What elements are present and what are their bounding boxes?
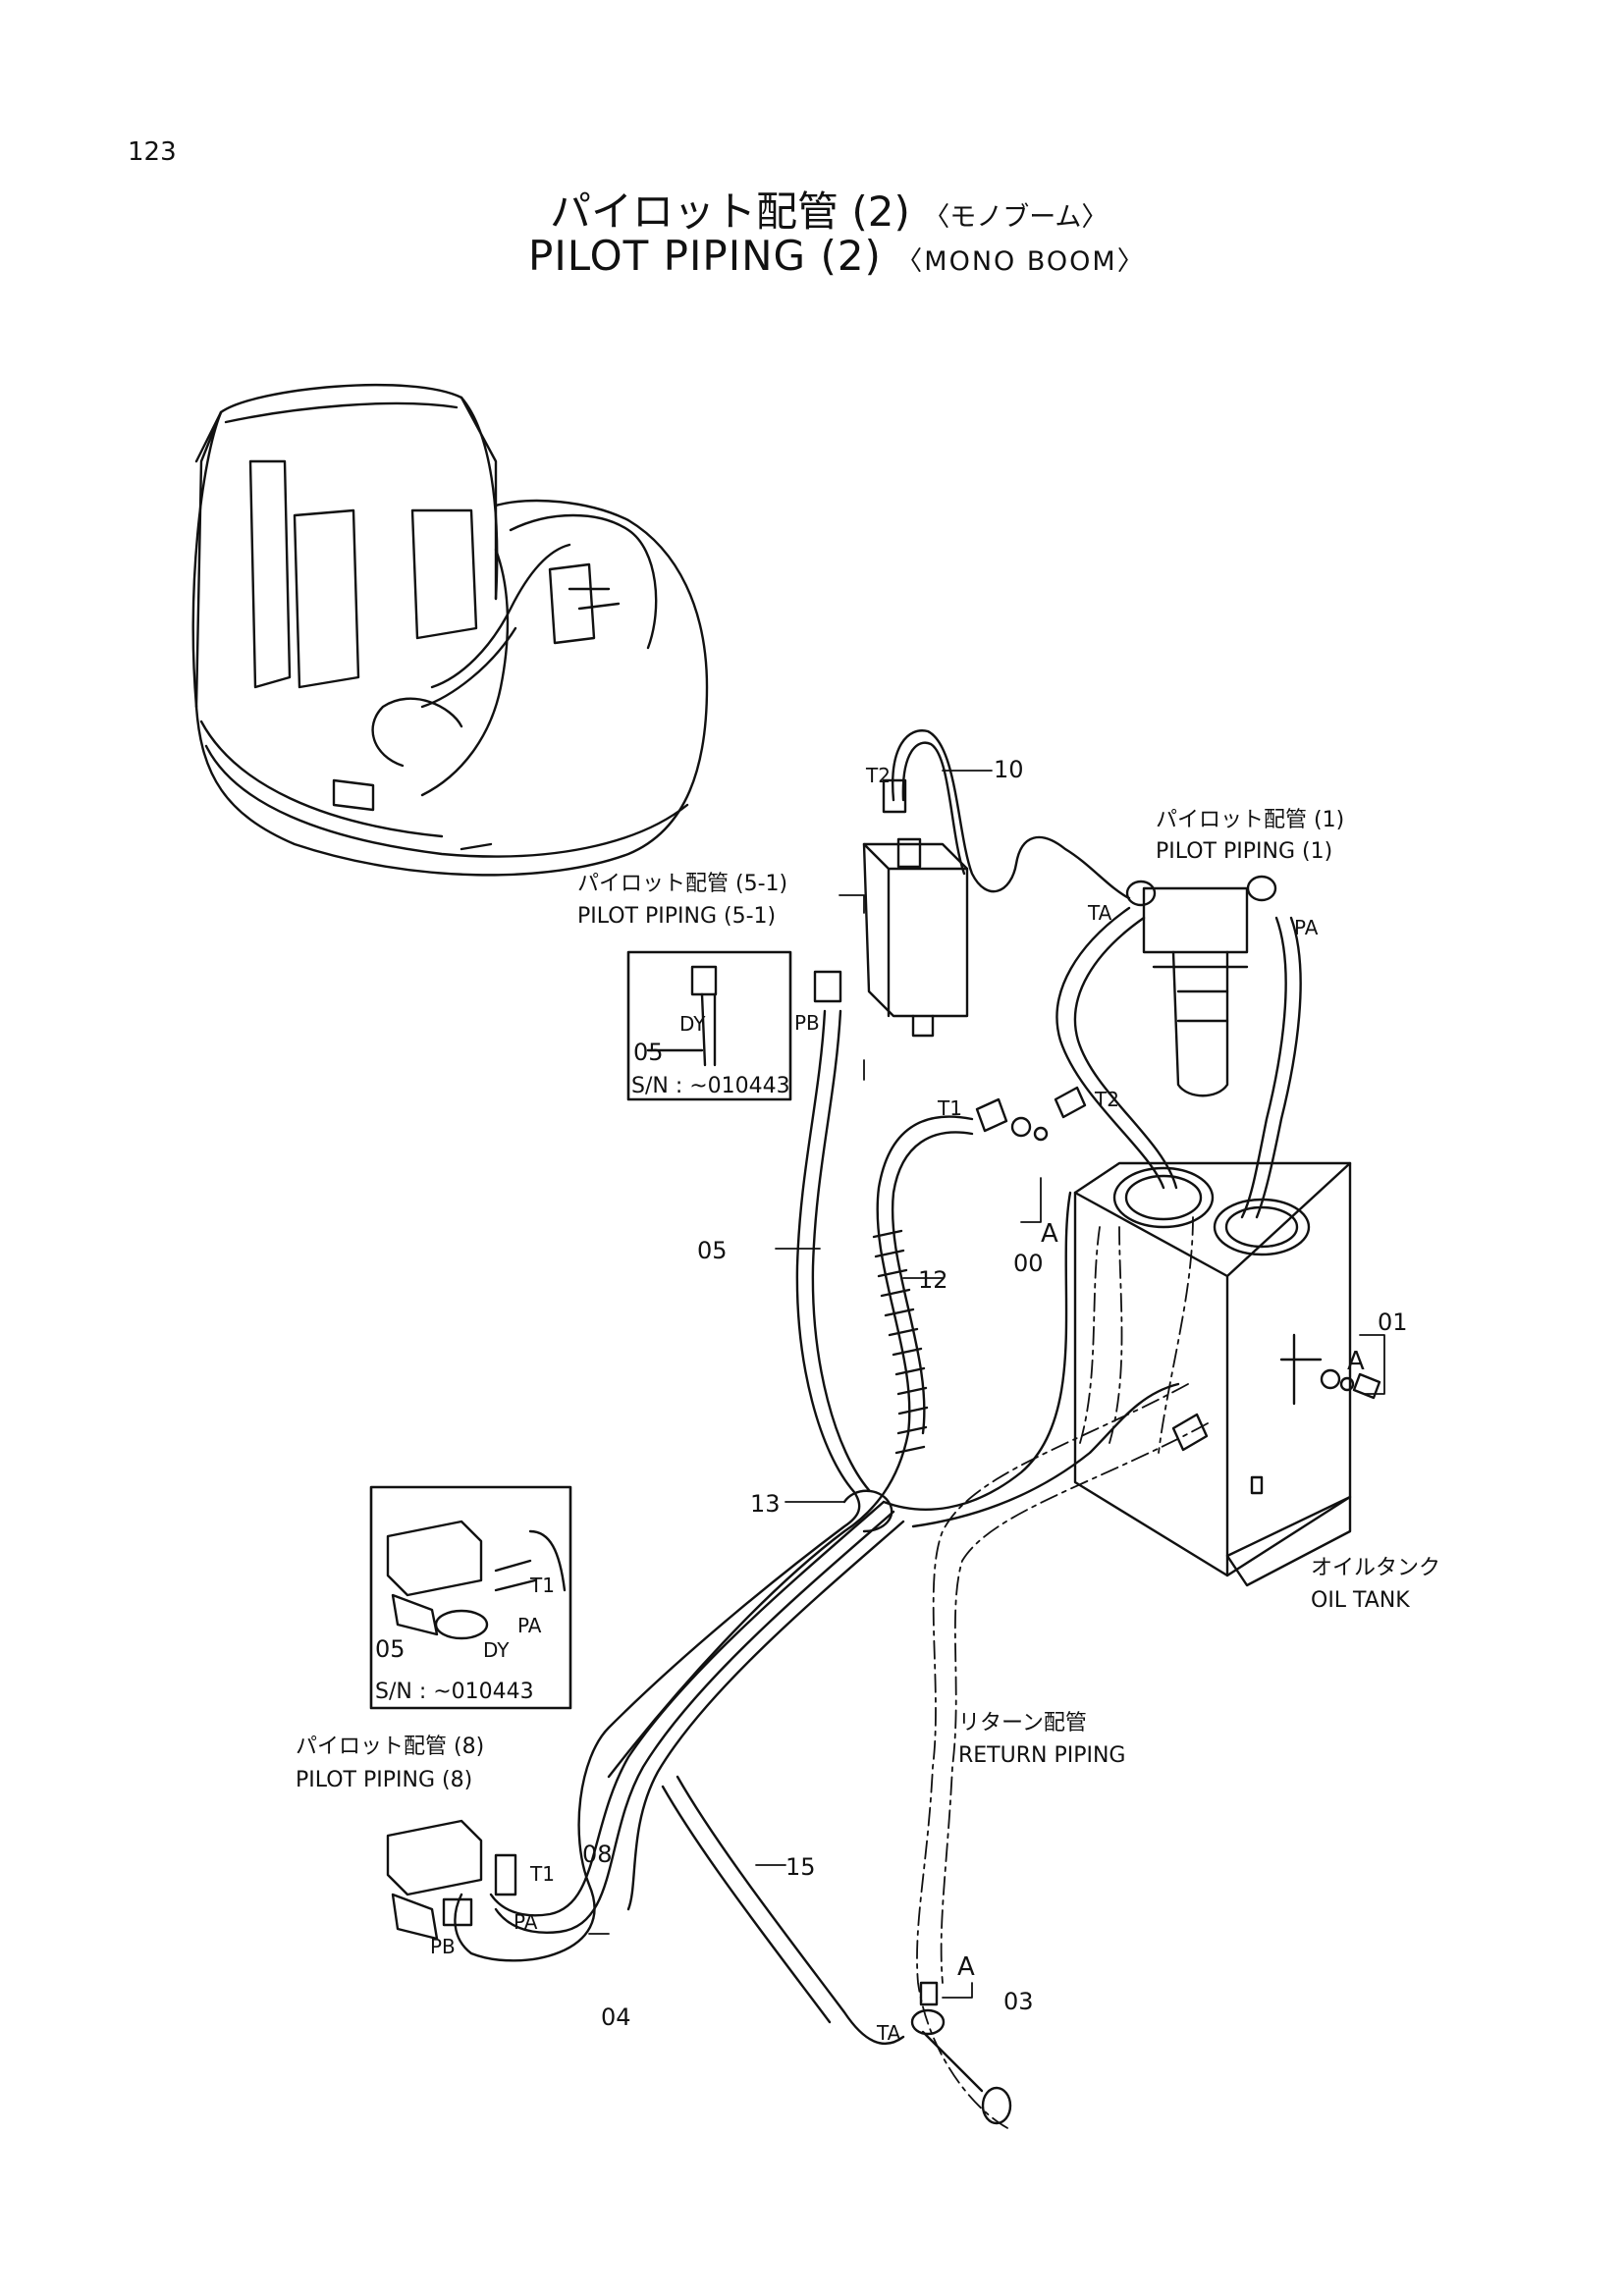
ref-oil-tank-jp: オイルタンク <box>1311 1556 1440 1580</box>
inset-bottom-serial: S/N : ~010443 <box>375 1680 534 1704</box>
part-08: 08 <box>582 1841 613 1868</box>
ref-pilot-8-en: PILOT PIPING (8) <box>296 1768 472 1792</box>
port-pb-low: PB <box>430 1935 456 1958</box>
inset-bottom-box <box>369 1485 572 1710</box>
hose-10 <box>892 729 1131 900</box>
inset-top-part: 05 <box>633 1039 664 1066</box>
port-a-mid: A <box>1041 1219 1058 1249</box>
diagram-labels: パイロット配管 (1) PILOT PIPING (1) パイロット配管 (5-… <box>296 756 1440 2045</box>
pilot-filter <box>1125 875 1277 1097</box>
part-01: 01 <box>1378 1308 1408 1336</box>
port-a-tank: A <box>1347 1347 1365 1376</box>
ref-pilot-1-en: PILOT PIPING (1) <box>1156 839 1332 864</box>
ref-pilot-5-1-en: PILOT PIPING (5-1) <box>577 904 776 929</box>
clamp-13 <box>842 1489 893 1533</box>
port-pa-filter: PA <box>1294 916 1319 939</box>
excavator-sketch <box>191 383 709 877</box>
title-en-suffix: (2) <box>820 232 882 280</box>
port-ta-low: TA <box>876 2021 901 2045</box>
port-t1-low: T1 <box>529 1862 555 1886</box>
title-en: PILOT PIPING (2) 〈MONO BOOM〉 <box>528 232 1146 280</box>
return-piping <box>916 1216 1209 2131</box>
inset-top-port: DY <box>679 1012 706 1036</box>
ref-pilot-5-1-jp: パイロット配管 (5-1) <box>577 872 787 896</box>
port-t1-mid: T1 <box>937 1096 962 1120</box>
port-a-low: A <box>957 1952 975 1982</box>
hose-12 <box>607 1115 974 1779</box>
part-04: 04 <box>601 2003 631 2031</box>
hose-ta-pa <box>1055 906 1302 1219</box>
pilot-valve-block <box>862 837 969 1038</box>
pilot-valve-8 <box>386 1819 517 1941</box>
part-03: 03 <box>1003 1988 1034 2015</box>
port-t2-mid: T2 <box>1094 1088 1119 1111</box>
part-15: 15 <box>785 1853 816 1881</box>
part-00: 00 <box>1013 1250 1044 1277</box>
hose-15 <box>661 1191 1180 2046</box>
port-pa-low: PA <box>514 1910 538 1934</box>
leader-lines <box>588 770 1385 1999</box>
title-en-text: PILOT PIPING <box>528 232 807 280</box>
title-jp-suffix: (2) <box>851 187 910 236</box>
ref-pilot-8-jp: パイロット配管 (8) <box>296 1735 484 1759</box>
part-05: 05 <box>697 1237 728 1264</box>
port-pb-valve: PB <box>794 1011 820 1035</box>
ref-return-jp: リターン配管 <box>958 1711 1087 1735</box>
title-en-sub: 〈MONO BOOM〉 <box>895 246 1146 277</box>
hose-05 <box>454 1009 871 1962</box>
fittings <box>813 778 1381 1452</box>
title-jp-text: パイロット配管 <box>550 187 839 236</box>
oil-tank <box>1073 1161 1352 1587</box>
return-fitting <box>910 1981 1012 2125</box>
hose-08-04 <box>489 1500 905 1934</box>
inset-top-serial: S/N : ~010443 <box>631 1074 790 1098</box>
inset-bottom-port-pa: PA <box>517 1614 542 1637</box>
inset-bottom-port-dy: DY <box>483 1638 510 1662</box>
part-10: 10 <box>994 756 1024 783</box>
port-ta-filter: TA <box>1087 901 1112 925</box>
part-12: 12 <box>918 1266 948 1294</box>
inset-top-box <box>626 950 792 1101</box>
title-jp-sub: 〈モノブーム〉 <box>923 202 1109 233</box>
ref-return-en: RETURN PIPING <box>958 1743 1125 1768</box>
title-jp: パイロット配管 (2) 〈モノブーム〉 <box>550 179 1108 239</box>
ref-pilot-1-jp: パイロット配管 (1) <box>1156 808 1344 832</box>
page-number: 123 <box>128 137 177 167</box>
inset-bottom-part: 05 <box>375 1635 406 1663</box>
port-t2-top: T2 <box>865 764 891 787</box>
ref-oil-tank-en: OIL TANK <box>1311 1588 1410 1613</box>
part-13: 13 <box>750 1490 781 1518</box>
inset-bottom-port-t1: T1 <box>529 1574 555 1597</box>
